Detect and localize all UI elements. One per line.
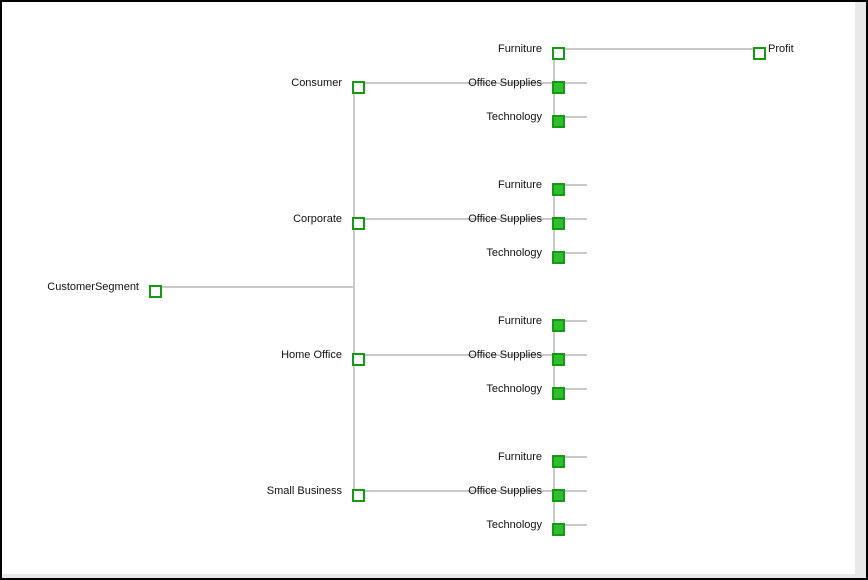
node-label-office-supplies: Office Supplies bbox=[468, 77, 542, 89]
node-label-small-business: Small Business bbox=[266, 485, 342, 497]
collapsed-children-stub bbox=[554, 490, 587, 492]
tree-node-technology[interactable] bbox=[552, 115, 565, 128]
vertical-scrollbar[interactable] bbox=[855, 2, 866, 578]
collapsed-children-stub bbox=[554, 218, 587, 220]
node-label-furniture: Furniture bbox=[497, 43, 542, 55]
collapsed-children-stub bbox=[554, 252, 587, 254]
tree-node-small-business[interactable] bbox=[352, 489, 365, 502]
node-label-furniture: Furniture bbox=[497, 451, 542, 463]
tree-node-profit[interactable] bbox=[753, 47, 766, 60]
tree-node-office-supplies[interactable] bbox=[552, 217, 565, 230]
tree-link bbox=[365, 490, 554, 492]
tree-link bbox=[365, 218, 554, 220]
node-label-home-office: Home Office bbox=[281, 349, 342, 361]
tree-node-corporate[interactable] bbox=[352, 217, 365, 230]
node-label-technology: Technology bbox=[486, 383, 542, 395]
tree-link bbox=[365, 354, 554, 356]
tree-link bbox=[565, 48, 755, 50]
node-label-consumer: Consumer bbox=[291, 77, 342, 89]
collapsed-children-stub bbox=[554, 388, 587, 390]
collapsed-children-stub bbox=[554, 116, 587, 118]
tree-link-trunk bbox=[353, 83, 355, 491]
tree-node-office-supplies[interactable] bbox=[552, 353, 565, 366]
collapsed-children-stub bbox=[554, 354, 587, 356]
node-label-customersegment: CustomerSegment bbox=[47, 281, 139, 293]
tree-node-technology[interactable] bbox=[552, 251, 565, 264]
horizontal-scrollbar[interactable] bbox=[2, 574, 866, 578]
node-label-technology: Technology bbox=[486, 519, 542, 531]
tree-node-consumer[interactable] bbox=[352, 81, 365, 94]
collapsed-children-stub bbox=[554, 184, 587, 186]
node-label-technology: Technology bbox=[486, 247, 542, 259]
tree-node-office-supplies[interactable] bbox=[552, 489, 565, 502]
tree-link bbox=[365, 82, 554, 84]
node-label-office-supplies: Office Supplies bbox=[468, 213, 542, 225]
tree-node-furniture[interactable] bbox=[552, 455, 565, 468]
collapsed-children-stub bbox=[554, 524, 587, 526]
tree-node-office-supplies[interactable] bbox=[552, 81, 565, 94]
node-label-furniture: Furniture bbox=[497, 315, 542, 327]
tree-node-home-office[interactable] bbox=[352, 353, 365, 366]
tree-node-furniture[interactable] bbox=[552, 47, 565, 60]
node-label-corporate: Corporate bbox=[293, 213, 342, 225]
node-label-furniture: Furniture bbox=[497, 179, 542, 191]
tree-link bbox=[162, 286, 354, 288]
collapsed-children-stub bbox=[554, 456, 587, 458]
tree-node-furniture[interactable] bbox=[552, 183, 565, 196]
node-label-profit: Profit bbox=[768, 43, 794, 55]
tree-node-technology[interactable] bbox=[552, 387, 565, 400]
tree-node-technology[interactable] bbox=[552, 523, 565, 536]
tree-node-furniture[interactable] bbox=[552, 319, 565, 332]
node-label-office-supplies: Office Supplies bbox=[468, 485, 542, 497]
collapsed-children-stub bbox=[554, 320, 587, 322]
collapsed-children-stub bbox=[554, 82, 587, 84]
node-label-technology: Technology bbox=[486, 111, 542, 123]
tree-node-customersegment[interactable] bbox=[149, 285, 162, 298]
node-label-office-supplies: Office Supplies bbox=[468, 349, 542, 361]
